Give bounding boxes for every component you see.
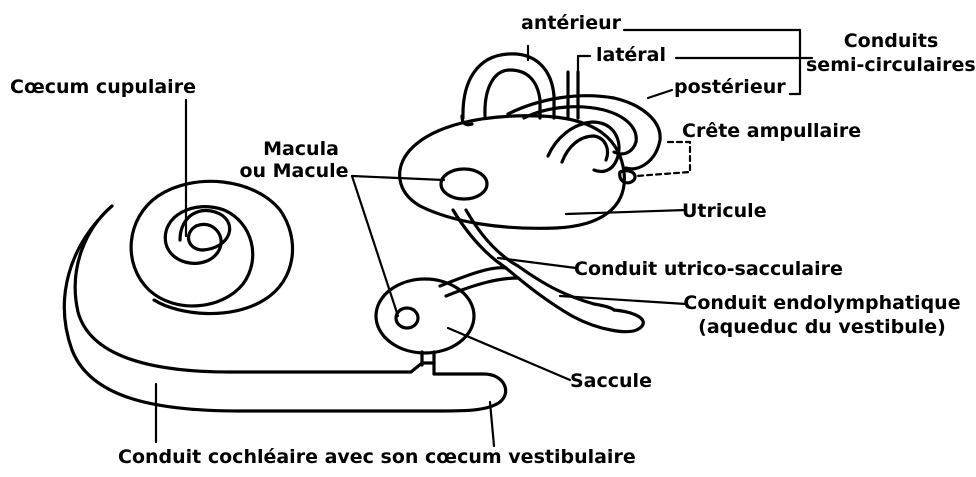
label-utricule: Utricule (682, 200, 767, 222)
label-posterieur: postérieur (674, 76, 786, 98)
cochlear-duct (64, 181, 505, 411)
label-conduits-line1: Conduits (810, 30, 972, 52)
label-anterieur: antérieur (521, 12, 621, 34)
utricle-shape (400, 116, 625, 229)
label-macula-line1: Macula (244, 138, 358, 160)
label-caecum-cupulaire: Cœcum cupulaire (10, 76, 196, 98)
label-conduits-line2: semi-circulaires (806, 54, 972, 76)
label-crete-ampullaire: Crête ampullaire (682, 120, 861, 142)
label-cochleaire: Conduit cochléaire avec son cœcum vestib… (118, 446, 636, 468)
label-saccule: Saccule (570, 370, 652, 392)
label-macula-line2: ou Macule (230, 160, 358, 182)
label-endolymph-line2: (aqueduc du vestibule) (682, 316, 962, 338)
label-utrico-sacculaire: Conduit utrico-sacculaire (574, 258, 843, 280)
label-endolymph-line1: Conduit endolymphatique (682, 292, 962, 314)
label-lateral: latéral (596, 44, 666, 66)
